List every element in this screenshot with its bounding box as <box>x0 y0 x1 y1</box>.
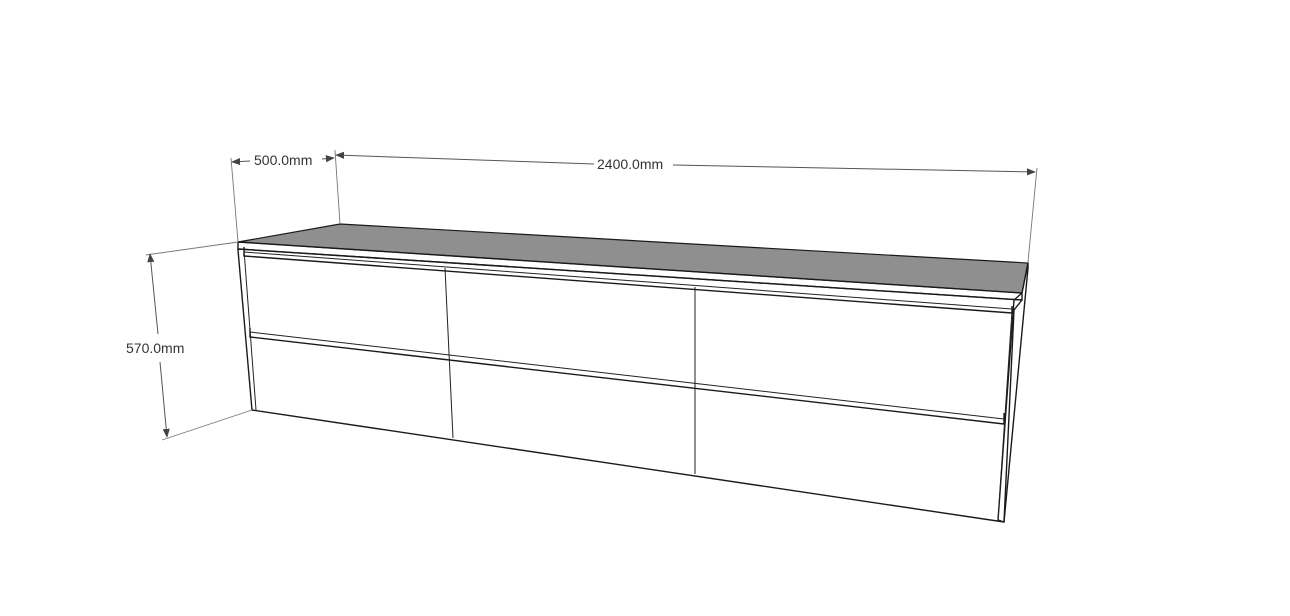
cabinet-front-outline <box>237 248 1023 523</box>
cabinet-top-surface <box>237 223 1029 294</box>
dimension-length-label: 2400.0mm <box>597 156 663 172</box>
bottom-right-edge <box>997 519 1005 523</box>
dimension-depth: 500.0mm <box>231 152 335 168</box>
extension-lines <box>145 149 1038 441</box>
cabinet-right-side <box>997 262 1029 523</box>
drawer-divider-left <box>444 267 454 439</box>
dimension-depth-label: 500.0mm <box>254 152 312 168</box>
right-panel-edge <box>997 310 1013 521</box>
cabinet <box>237 223 1029 523</box>
dimension-height: 570.0mm <box>126 253 184 438</box>
dimension-length: 2400.0mm <box>335 151 1036 176</box>
upper-handle-rail <box>243 247 1013 314</box>
lower-handle-rail <box>249 328 1005 425</box>
dimension-height-label: 570.0mm <box>126 340 184 356</box>
